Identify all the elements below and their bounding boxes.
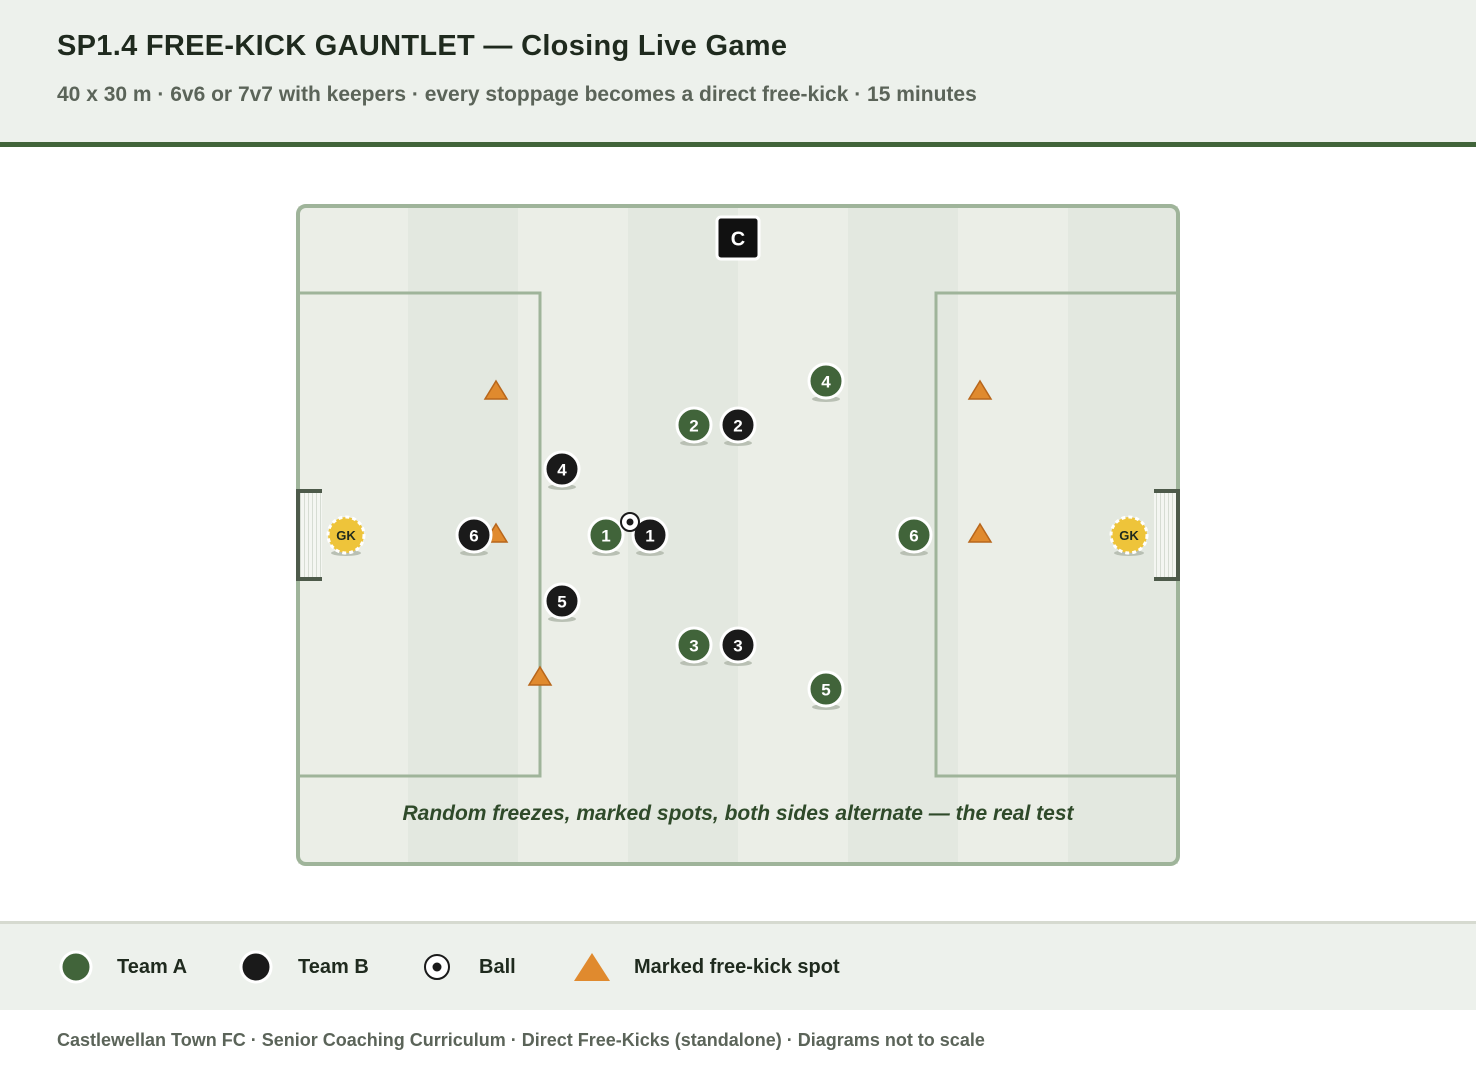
player-number: 5: [557, 593, 566, 612]
keeper-left-label: GK: [336, 528, 356, 543]
right-goal: [1154, 489, 1180, 581]
cone-legend-icon: [574, 953, 610, 981]
player-number: 6: [909, 527, 918, 546]
legend-item-ball: Ball: [419, 924, 516, 1010]
team-b-player-1: 1: [631, 516, 669, 556]
keeper-left: GK: [326, 515, 366, 556]
legend: Team A Team B Ball Marked free-kick spot: [0, 924, 1476, 1010]
player-number: 2: [733, 417, 742, 436]
page-subtitle: 40 x 30 m · 6v6 or 7v7 with keepers · ev…: [57, 83, 977, 106]
cone-marker: [527, 665, 553, 686]
cone-marker: [967, 379, 993, 400]
left-goal: [296, 489, 322, 581]
player-number: 6: [469, 527, 478, 546]
legend-label-team-a: Team A: [117, 955, 188, 978]
legend-label-team-b: Team B: [298, 955, 369, 978]
cone-marker: [967, 522, 993, 543]
cone-marker: [483, 379, 509, 400]
team-b-player-6: 6: [455, 516, 493, 556]
team-b-player-5: 5: [543, 582, 581, 622]
team-a-player-6: 6: [895, 516, 933, 556]
player-number: 3: [733, 637, 742, 656]
ball-legend-icon: [424, 954, 450, 980]
pitch-surface: [298, 206, 1178, 864]
team-a-player-5: 5: [807, 670, 845, 710]
keeper-right: GK: [1109, 515, 1149, 556]
legend-label-ball: Ball: [479, 955, 516, 978]
legend-item-team-b: Team B: [238, 924, 369, 1010]
team-b-player-4: 4: [543, 450, 581, 490]
player-number: 1: [601, 527, 610, 546]
team-a-player-3: 3: [675, 626, 713, 666]
player-number: 5: [821, 681, 830, 700]
legend-label-spot: Marked free-kick spot: [634, 955, 840, 978]
legend-item-spot: Marked free-kick spot: [572, 924, 840, 1010]
coach-label: C: [731, 229, 745, 251]
coach-marker: C: [715, 215, 761, 261]
header-panel: SP1.4 FREE-KICK GAUNTLET — Closing Live …: [0, 0, 1476, 142]
player-number: 4: [821, 373, 831, 392]
player-number: 2: [689, 417, 698, 436]
pitch-diagram: C GK GK 1 2 3 4 5: [296, 204, 1180, 866]
legend-item-team-a: Team A: [58, 924, 187, 1010]
team-a-player-1: 1: [587, 516, 625, 556]
team-b-player-3: 3: [719, 626, 757, 666]
team-a-player-2: 2: [675, 406, 713, 446]
legend-divider: [0, 921, 1476, 924]
ball-icon: [620, 512, 640, 532]
team-b-marker-icon: [239, 950, 273, 984]
player-number: 1: [645, 527, 654, 546]
team-b-player-2: 2: [719, 406, 757, 446]
player-number: 4: [557, 461, 567, 480]
team-a-marker-icon: [59, 950, 93, 984]
page-title: SP1.4 FREE-KICK GAUNTLET — Closing Live …: [57, 30, 788, 62]
header-divider: [0, 142, 1476, 147]
diagram-caption: Random freezes, marked spots, both sides…: [402, 802, 1074, 825]
player-number: 3: [689, 637, 698, 656]
team-a-player-4: 4: [807, 362, 845, 402]
keeper-right-label: GK: [1119, 528, 1139, 543]
footer-text: Castlewellan Town FC · Senior Coaching C…: [57, 1030, 985, 1050]
